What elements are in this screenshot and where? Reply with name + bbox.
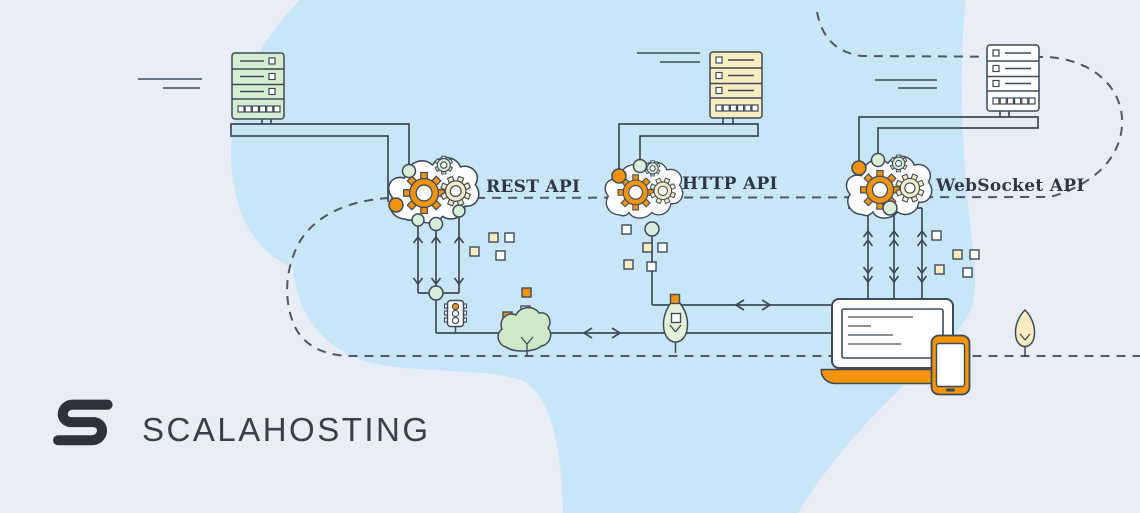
server-connectors <box>230 111 1039 202</box>
tree-poplar-green-icon <box>662 293 689 353</box>
traffic-light-icon <box>443 299 468 333</box>
server-green-icon <box>231 52 285 120</box>
server-white-icon <box>986 44 1040 112</box>
laptop-screen-text-lines <box>848 316 913 345</box>
brand-name: SCALAHOSTING <box>142 411 431 448</box>
blue-blob-background <box>230 0 976 513</box>
tree-round-icon <box>497 306 552 356</box>
smartphone-icon <box>930 334 971 396</box>
server-yellow-icon <box>709 51 763 119</box>
scalahosting-s-icon <box>53 399 113 446</box>
http-api-label: HTTP API <box>682 174 778 194</box>
connection-dots <box>388 152 898 301</box>
tree-poplar-yellow-icon <box>1014 308 1036 357</box>
websocket-api-label: WebSocket API <box>935 176 1085 196</box>
laptop-icon <box>820 298 964 385</box>
brand-logo: SCALAHOSTING <box>53 399 431 448</box>
rest-api-label: REST API <box>486 177 580 197</box>
speed-lines <box>138 52 937 89</box>
